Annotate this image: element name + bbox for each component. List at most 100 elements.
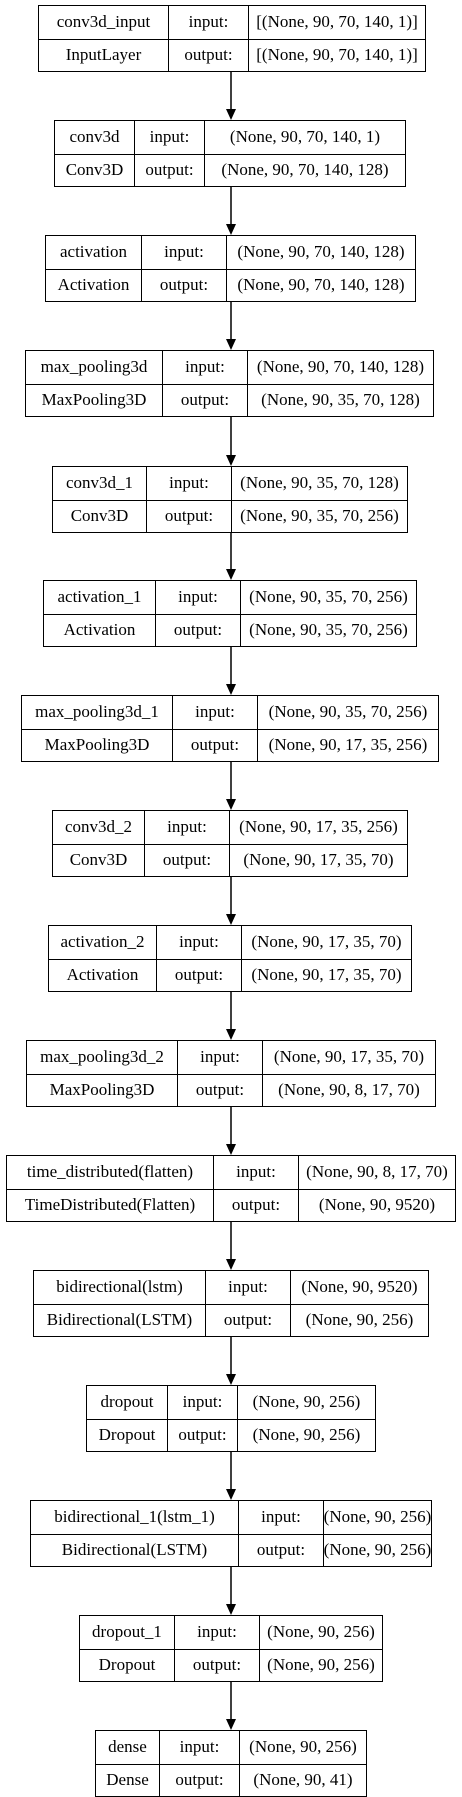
layer-name: dropout	[87, 1386, 168, 1419]
output-label: output:	[147, 499, 232, 532]
layer-name: time_distributed(flatten)	[7, 1156, 214, 1189]
output-label: output:	[160, 1763, 240, 1796]
arrow-head-icon	[226, 1259, 236, 1270]
layer-row-output: Bidirectional(LSTM)output: (None, 90, 256…	[34, 1303, 428, 1336]
output-shape: (None, 90, 8, 17, 70)	[278, 1079, 420, 1099]
layer-row-output: TimeDistributed(Flatten)output:(None, 90…	[7, 1188, 455, 1221]
input-shape: (None, 90, 35, 70, 256)	[249, 587, 408, 607]
output-shape: (None, 90, 17, 35, 70)	[243, 849, 394, 869]
input-label: input:	[168, 1386, 238, 1419]
layer-type: Activation	[49, 958, 157, 991]
input-shape: (None, 90, 256)	[249, 1737, 357, 1757]
input-shape: (None, 90, 17, 35, 70)	[273, 1047, 425, 1067]
layer-type: MaxPooling3D	[27, 1073, 178, 1106]
layer-name: bidirectional_1(lstm_1)	[31, 1501, 239, 1534]
layer-node: time_distributed(flatten)input: (None, 90…	[6, 1155, 456, 1222]
arrow-head-icon	[226, 569, 236, 580]
arrow-head-icon	[226, 109, 236, 120]
input-label: input:	[157, 926, 242, 959]
input-label: input:	[214, 1156, 299, 1189]
layer-type: Dropout	[80, 1648, 175, 1681]
arrow-head-icon	[226, 684, 236, 695]
layer-type: Dropout	[87, 1418, 168, 1451]
output-label: output:	[135, 153, 205, 186]
output-shape: (None, 90, 35, 70, 256)	[240, 505, 399, 525]
output-shape: (None, 90, 70, 140, 128)	[237, 274, 405, 294]
output-shape: (None, 90, 256)	[305, 1309, 414, 1329]
output-shape: (None, 90, 17, 35, 256)	[268, 734, 428, 754]
layer-name: activation_1	[44, 581, 156, 614]
layer-name: dropout_1	[80, 1616, 175, 1649]
output-shape: (None, 90, 41)	[253, 1769, 353, 1789]
output-label: output:	[214, 1188, 299, 1221]
arrow-head-icon	[226, 1029, 236, 1040]
layer-type: Dense	[96, 1763, 160, 1796]
layer-type: Bidirectional(LSTM)	[34, 1303, 206, 1336]
output-shape: (None, 90, 256)	[323, 1539, 432, 1559]
output-shape: [(None, 90, 70, 140, 1)]	[256, 44, 418, 64]
layer-type: Bidirectional(LSTM)	[31, 1533, 239, 1566]
input-label: input:	[163, 351, 248, 384]
input-label: input:	[206, 1271, 291, 1304]
arrow-head-icon	[226, 1144, 236, 1155]
output-shape: (None, 90, 35, 70, 128)	[261, 389, 420, 409]
output-label: output:	[157, 958, 242, 991]
output-shape: (None, 90, 70, 140, 128)	[221, 159, 389, 179]
layer-type: MaxPooling3D	[22, 728, 173, 761]
arrow-head-icon	[226, 224, 236, 235]
output-label: output:	[178, 1073, 263, 1106]
input-shape: (None, 90, 70, 140, 128)	[237, 242, 405, 262]
input-label: input:	[169, 6, 249, 39]
input-label: input:	[160, 1731, 240, 1764]
layer-name: conv3d_2	[53, 811, 145, 844]
output-label: output:	[156, 613, 241, 646]
layer-row-input: bidirectional_1(lstm_1)input:(None, 90, …	[31, 1501, 431, 1535]
layer-type: Conv3D	[53, 843, 145, 876]
output-shape: (None, 90, 9520)	[318, 1194, 436, 1214]
layer-type: Conv3D	[55, 153, 135, 186]
arrow-head-icon	[226, 1604, 236, 1615]
input-label: input:	[142, 236, 227, 269]
input-label: input:	[175, 1616, 260, 1649]
input-shape: (None, 90, 256)	[267, 1622, 375, 1642]
output-label: output:	[239, 1533, 324, 1566]
arrow-head-icon	[226, 455, 236, 466]
output-shape: (None, 90, 256)	[252, 1424, 361, 1444]
output-label: output:	[175, 1648, 260, 1681]
layer-node: bidirectional(lstm)input:(None, 90, 9520…	[33, 1270, 429, 1337]
arrow-head-icon	[226, 799, 236, 810]
input-shape: (None, 90, 17, 35, 256)	[239, 817, 398, 837]
input-label: input:	[135, 121, 205, 154]
output-label: output:	[145, 843, 230, 876]
layer-name: conv3d	[55, 121, 135, 154]
output-label: output:	[163, 383, 248, 416]
layer-name: bidirectional(lstm)	[34, 1271, 206, 1304]
arrow-head-icon	[226, 339, 236, 350]
layer-type: InputLayer	[39, 38, 169, 71]
output-label: output:	[206, 1303, 291, 1336]
